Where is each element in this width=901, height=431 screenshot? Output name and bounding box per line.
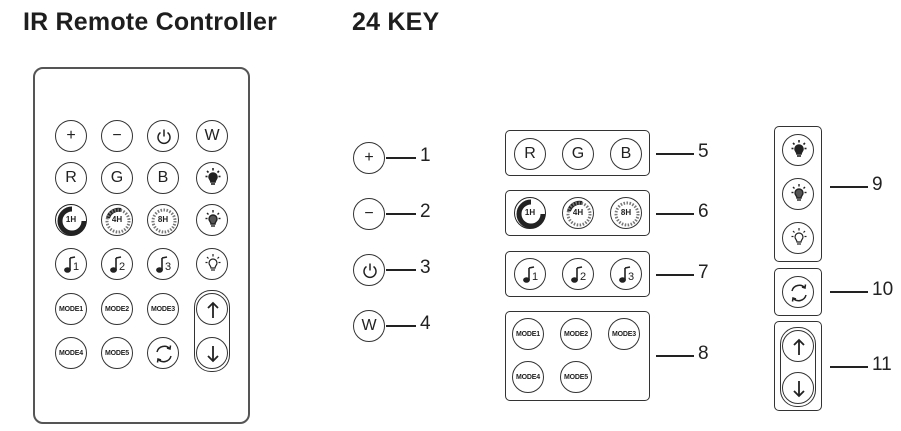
legend-music-2-button: 2 bbox=[562, 258, 594, 290]
remote-w-button[interactable]: W bbox=[196, 120, 228, 152]
legend-minus-button: − bbox=[353, 198, 385, 230]
legend-timer-4h-button: 4H bbox=[562, 197, 594, 229]
remote-down-button[interactable] bbox=[196, 337, 228, 369]
remote-power-button[interactable] bbox=[147, 120, 179, 152]
callout-number: 1 bbox=[420, 145, 431, 166]
remote-timer-4h-button[interactable]: 4H bbox=[101, 204, 133, 236]
legend-mode3-button: MODE3 bbox=[608, 318, 640, 350]
callout-line bbox=[830, 186, 868, 188]
legend-mode2-button: MODE2 bbox=[560, 318, 592, 350]
callout-number: 4 bbox=[420, 313, 431, 334]
remote-mode2-button[interactable]: MODE2 bbox=[101, 293, 133, 325]
legend-power-button bbox=[353, 254, 385, 286]
legend-up-button bbox=[782, 330, 814, 362]
remote-mode1-button[interactable]: MODE1 bbox=[55, 293, 87, 325]
remote-music-1-button[interactable]: 1 bbox=[55, 248, 87, 280]
legend-bulb-bright-button bbox=[782, 134, 814, 166]
legend-timer-8h-button: 8H bbox=[610, 197, 642, 229]
legend-down-button bbox=[782, 372, 814, 404]
remote-r-button[interactable]: R bbox=[55, 162, 87, 194]
callout-line bbox=[656, 355, 694, 357]
callout-number: 5 bbox=[698, 141, 709, 162]
callout-number: 9 bbox=[872, 174, 883, 195]
power-icon bbox=[363, 263, 377, 279]
callout-line bbox=[656, 153, 694, 155]
callout-line bbox=[386, 213, 416, 215]
callout-number: 8 bbox=[698, 343, 709, 364]
remote-mode4-button[interactable]: MODE4 bbox=[55, 337, 87, 369]
remote-bulb-bright-button[interactable] bbox=[196, 162, 228, 194]
page-title: IR Remote Controller bbox=[23, 8, 278, 36]
legend-w-button: W bbox=[353, 310, 385, 342]
callout-number: 6 bbox=[698, 201, 709, 222]
page-subtitle: 24 KEY bbox=[352, 8, 440, 36]
callout-number: 7 bbox=[698, 262, 709, 283]
legend-cycle-button bbox=[782, 276, 814, 308]
remote-cycle-button[interactable] bbox=[147, 337, 179, 369]
legend-r-button: R bbox=[514, 138, 546, 170]
remote-music-3-button[interactable]: 3 bbox=[147, 248, 179, 280]
callout-line bbox=[830, 291, 868, 293]
legend-g-button: G bbox=[562, 138, 594, 170]
legend-music-1-button: 1 bbox=[514, 258, 546, 290]
legend-mode4-button: MODE4 bbox=[512, 361, 544, 393]
legend-plus-button: + bbox=[353, 142, 385, 174]
legend-music-3-button: 3 bbox=[610, 258, 642, 290]
legend-bulb-medium-button bbox=[782, 178, 814, 210]
callout-number: 11 bbox=[872, 354, 892, 375]
remote-music-2-button[interactable]: 2 bbox=[101, 248, 133, 280]
remote-up-button[interactable] bbox=[196, 293, 228, 325]
legend-timer-1h-button: 1H bbox=[514, 197, 546, 229]
callout-line bbox=[656, 213, 694, 215]
callout-number: 3 bbox=[420, 257, 431, 278]
callout-line bbox=[656, 274, 694, 276]
callout-line bbox=[386, 157, 416, 159]
remote-bulb-dim-button[interactable] bbox=[196, 248, 228, 280]
remote-mode3-button[interactable]: MODE3 bbox=[147, 293, 179, 325]
remote-g-button[interactable]: G bbox=[101, 162, 133, 194]
remote-plus-button[interactable]: + bbox=[55, 120, 87, 152]
legend-bulb-dim-button bbox=[782, 222, 814, 254]
legend-mode1-button: MODE1 bbox=[512, 318, 544, 350]
callout-line bbox=[830, 366, 868, 368]
remote-mode5-button[interactable]: MODE5 bbox=[101, 337, 133, 369]
legend-b-button: B bbox=[610, 138, 642, 170]
remote-body bbox=[33, 67, 250, 424]
callout-number: 2 bbox=[420, 201, 431, 222]
callout-number: 10 bbox=[872, 279, 894, 300]
remote-bulb-medium-button[interactable] bbox=[196, 204, 228, 236]
callout-line bbox=[386, 269, 416, 271]
legend-mode5-button: MODE5 bbox=[560, 361, 592, 393]
remote-timer-1h-button[interactable]: 1H bbox=[55, 204, 87, 236]
callout-line bbox=[386, 325, 416, 327]
remote-minus-button[interactable]: − bbox=[101, 120, 133, 152]
remote-timer-8h-button[interactable]: 8H bbox=[147, 204, 179, 236]
remote-b-button[interactable]: B bbox=[147, 162, 179, 194]
